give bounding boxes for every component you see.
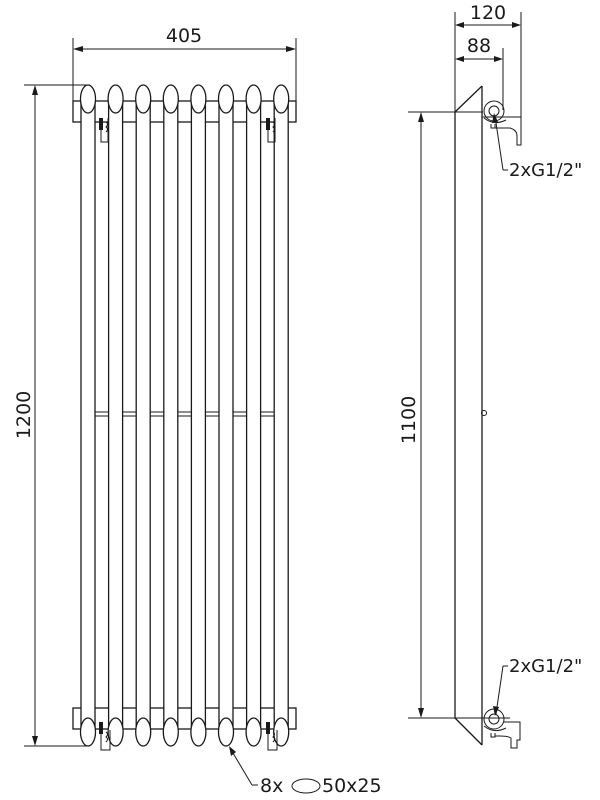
depth-wall-dimension: 88 <box>455 35 504 110</box>
bottom-column-ends <box>79 717 290 747</box>
top-column-ends <box>79 84 290 114</box>
bottom-connection-label: 2xG1/2" <box>509 656 582 677</box>
column-top-oval <box>245 84 262 114</box>
bottom-connection <box>482 708 521 749</box>
column-top-oval <box>217 84 235 114</box>
column-callout: 8x 50x25 <box>229 746 382 797</box>
top-header-bar <box>72 100 297 123</box>
column-bottom-oval <box>245 717 262 747</box>
arrow-up-icon <box>32 85 38 95</box>
column-bottom-oval <box>217 717 235 747</box>
column <box>135 99 151 733</box>
column-bottom-oval <box>79 717 97 747</box>
column-top-oval <box>273 84 290 114</box>
bottom-connection-callout: 2xG1/2" <box>493 656 582 716</box>
column-bottom-oval <box>162 717 179 747</box>
column-top-oval <box>79 84 97 114</box>
height-dimension: 1200 <box>13 84 90 747</box>
column-top-oval <box>107 84 124 114</box>
arrow-down-icon <box>32 736 38 746</box>
column <box>273 99 289 733</box>
connection-spacing-dimension: 1100 <box>398 111 483 719</box>
column-top-oval <box>162 84 179 114</box>
column-top-oval <box>135 84 152 114</box>
column <box>245 99 262 733</box>
column <box>163 99 179 733</box>
top-connection-label: 2xG1/2" <box>509 160 582 181</box>
column <box>80 99 96 733</box>
depth-total-label: 120 <box>470 2 506 24</box>
column-bottom-oval <box>107 717 124 747</box>
oval-section-icon <box>291 778 321 794</box>
column-bottom-oval <box>190 717 207 747</box>
front-view: 405 1200 <box>13 25 382 797</box>
depth-total-dimension: 120 <box>454 2 522 118</box>
connection-spacing-label: 1100 <box>398 396 420 444</box>
column-count-label: 8x <box>260 775 283 797</box>
wall-bracket-top-right <box>266 118 276 143</box>
column-section-label: 50x25 <box>322 775 382 797</box>
arrow-left-icon <box>73 46 83 52</box>
wall-bracket-bottom-left <box>99 722 111 751</box>
middle-spacers <box>95 411 275 417</box>
column-bottom-oval <box>135 717 152 747</box>
column-bottom-oval <box>273 717 290 747</box>
column <box>218 99 234 733</box>
column <box>107 99 124 733</box>
callout-arrow-icon <box>229 746 236 756</box>
arrow-right-icon <box>286 46 296 52</box>
bottom-header-bar <box>72 707 297 730</box>
width-dimension: 405 <box>72 25 297 122</box>
wall-bracket-bottom-right <box>266 722 278 751</box>
column <box>190 99 207 733</box>
height-label: 1200 <box>13 391 35 439</box>
side-view: 120 88 1100 <box>398 2 582 749</box>
wall-bracket-top-left <box>99 118 109 143</box>
width-label: 405 <box>166 25 202 47</box>
depth-wall-label: 88 <box>467 35 491 57</box>
column-top-oval <box>190 84 207 114</box>
top-connection <box>482 100 522 146</box>
top-connection-callout: 2xG1/2" <box>492 113 582 181</box>
air-vent-icon <box>481 410 487 416</box>
